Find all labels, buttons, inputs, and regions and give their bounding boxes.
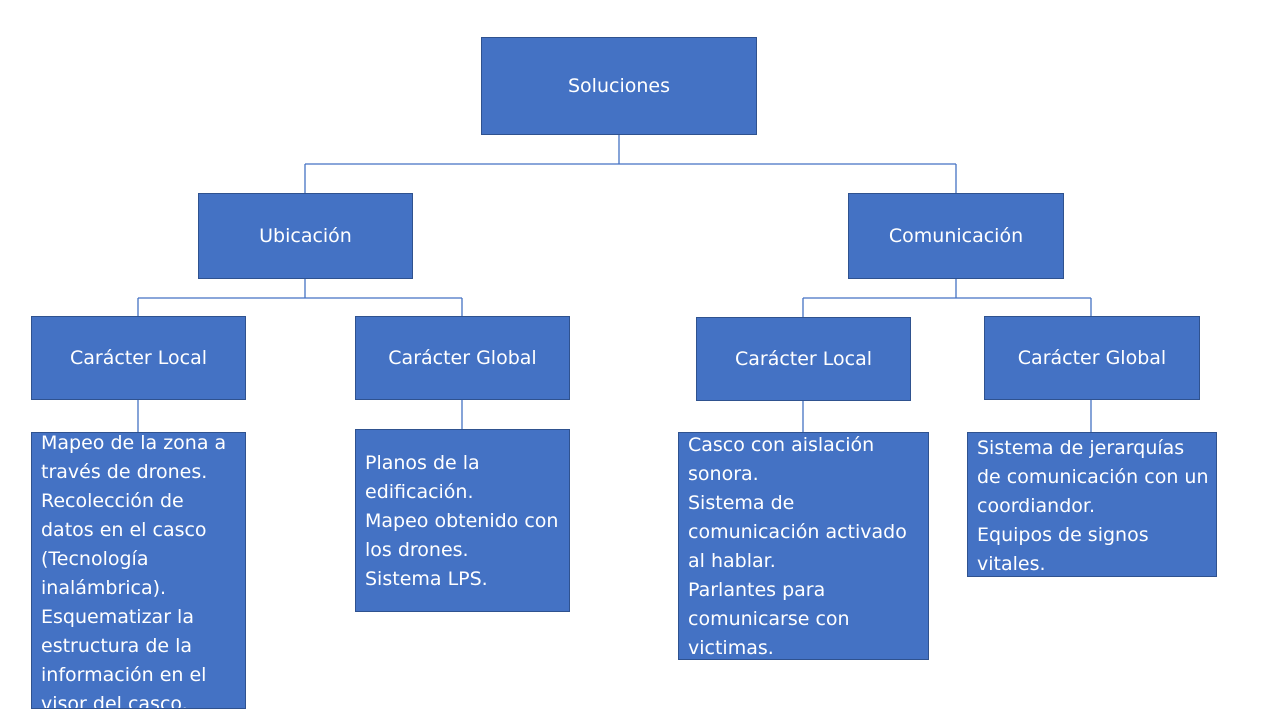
comunicacion-global-items: Sistema de jerarquías de comunicación co… (967, 432, 1217, 577)
connector-ubicacion (137, 279, 463, 316)
leaf-item: Mapeo obtenido con los drones. (365, 510, 559, 561)
connector-leaves (137, 400, 1092, 432)
leaf-item: Mapeo de la zona a través de drones. (41, 432, 227, 483)
leaf-item: Equipos de signos vitales. (977, 524, 1149, 575)
leaf-item: Esquematizar la estructura de la informa… (41, 606, 207, 709)
root-node: Soluciones (481, 37, 757, 135)
leaf-item: Parlantes para comunicarse con victimas. (688, 579, 850, 659)
connector-comunicacion (802, 279, 1092, 317)
branch-ubicacion: Ubicación (198, 193, 413, 279)
comunicacion-global-node: Carácter Global (984, 316, 1200, 400)
leaf-item: Recolección de datos en el casco (Tecnol… (41, 490, 207, 599)
ubicacion-local-node: Carácter Local (31, 316, 246, 400)
leaf-item: Casco con aislación sonora. (688, 434, 875, 485)
ubicacion-global-node: Carácter Global (355, 316, 570, 400)
comunicacion-local-node: Carácter Local (696, 317, 911, 401)
leaf-item: Sistema de comunicación activado al habl… (688, 492, 907, 572)
ubicacion-local-items: Mapeo de la zona a través de drones. Rec… (31, 432, 246, 709)
leaf-item: Sistema LPS. (365, 568, 488, 590)
branch-comunicacion: Comunicación (848, 193, 1064, 279)
connector-root (304, 135, 957, 193)
ubicacion-global-items: Planos de la edificación. Mapeo obtenido… (355, 429, 570, 612)
comunicacion-local-items: Casco con aislación sonora. Sistema de c… (678, 432, 929, 660)
leaf-item: Planos de la edificación. (365, 452, 480, 503)
leaf-item: Sistema de jerarquías de comunicación co… (977, 437, 1209, 517)
